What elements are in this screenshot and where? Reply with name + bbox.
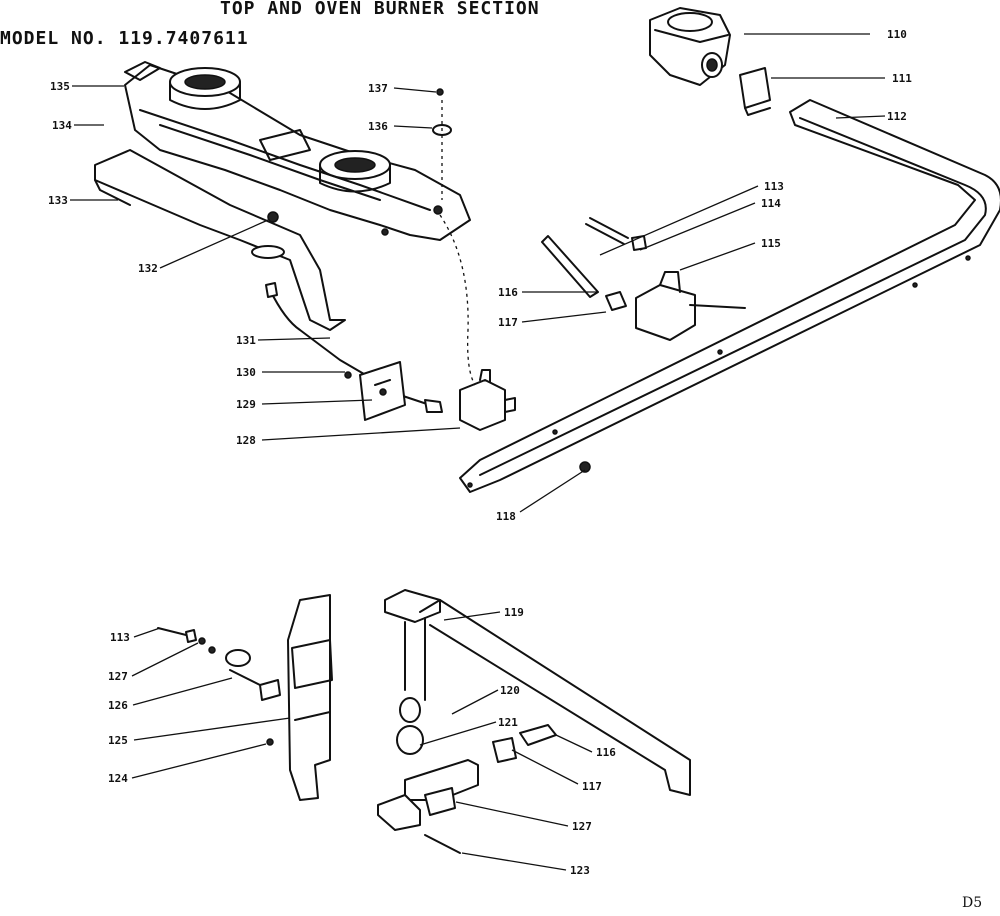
callout-130: 130 — [236, 366, 256, 379]
callout-111: 111 — [892, 72, 912, 85]
burner-bracket — [94, 149, 346, 331]
callout-117-lower: 117 — [582, 780, 602, 793]
callout-133: 133 — [48, 194, 68, 207]
manifold-pipe — [459, 99, 1000, 493]
callout-116-lower: 116 — [596, 746, 616, 759]
top-burner-assembly — [124, 61, 471, 241]
dash-line — [439, 214, 476, 386]
callout-110: 110 — [887, 28, 907, 41]
callout-labels: 110 111 112 113 114 115 116 117 118 128 … — [48, 28, 912, 877]
screw-118 — [579, 461, 591, 473]
callout-134: 134 — [52, 119, 72, 132]
callout-118: 118 — [496, 510, 516, 523]
callout-129: 129 — [236, 398, 256, 411]
callout-119: 119 — [504, 606, 524, 619]
regulator-gasket — [739, 67, 771, 116]
oven-parts-left — [157, 627, 281, 746]
oven-bracket-125 — [287, 594, 333, 801]
callout-137: 137 — [368, 82, 388, 95]
callout-120: 120 — [500, 684, 520, 697]
model-number: MODEL NO. 119.7407611 — [0, 28, 249, 49]
pilot-tube — [265, 282, 443, 413]
oven-manifold — [384, 589, 691, 796]
valve-group-upper — [541, 217, 746, 341]
callout-132: 132 — [138, 262, 158, 275]
callout-115: 115 — [761, 237, 781, 250]
callout-136: 136 — [368, 120, 388, 133]
callout-135: 135 — [50, 80, 70, 93]
callout-116: 116 — [498, 286, 518, 299]
callout-114: 114 — [761, 197, 781, 210]
leader-lines — [70, 33, 886, 871]
callout-131: 131 — [236, 334, 256, 347]
callout-126: 126 — [108, 699, 128, 712]
callout-113-lower: 113 — [110, 631, 130, 644]
callout-113: 113 — [764, 180, 784, 193]
callout-112: 112 — [887, 110, 907, 123]
callout-128: 128 — [236, 434, 256, 447]
oven-pilot-parts — [377, 697, 479, 831]
callout-127-left: 127 — [108, 670, 128, 683]
fitting-117 — [492, 737, 517, 763]
diagram-title: TOP AND OVEN BURNER SECTION — [220, 0, 540, 19]
sleeve-116 — [519, 724, 557, 746]
callout-125: 125 — [108, 734, 128, 747]
screw-123 — [424, 834, 461, 854]
burner-valve — [459, 369, 516, 431]
gas-regulator — [649, 7, 731, 86]
callout-127-right: 127 — [572, 820, 592, 833]
pilot-bracket — [344, 361, 406, 421]
callout-121: 121 — [498, 716, 518, 729]
callout-124: 124 — [108, 772, 128, 785]
callout-123: 123 — [570, 864, 590, 877]
page-id: D5 — [962, 895, 983, 911]
callout-117: 117 — [498, 316, 518, 329]
